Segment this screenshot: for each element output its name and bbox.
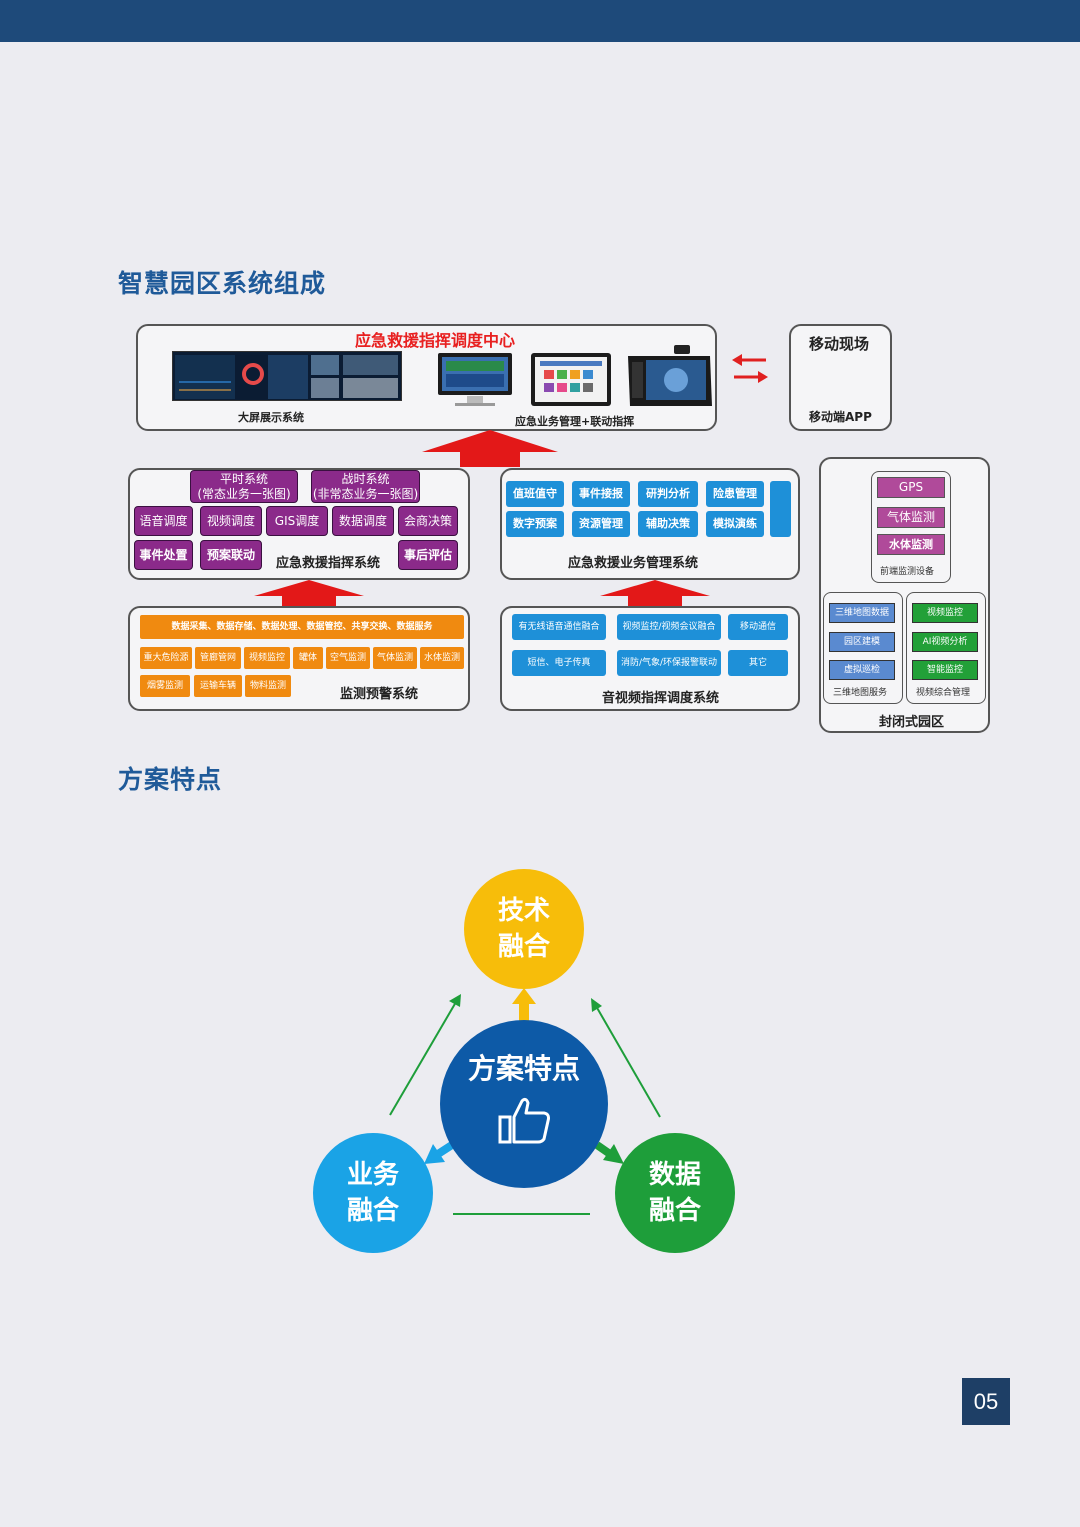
chip-hazard-mgmt[interactable]: 险患管理 — [706, 481, 764, 507]
wartime-system-chip[interactable]: 战时系统(非常态业务一张图) — [311, 470, 420, 503]
command-system-label: 应急救援指挥系统 — [276, 556, 381, 571]
map-service-label: 三维地图服务 — [833, 688, 888, 698]
chip-material-monitor[interactable]: 物料监测 — [245, 675, 291, 697]
chip-video-conference[interactable]: 视频监控/视频会议融合 — [617, 614, 721, 640]
chip-video-monitor[interactable]: 视频监控 — [244, 647, 290, 669]
chip-consultation[interactable]: 会商决策 — [398, 506, 458, 536]
chip-tank[interactable]: 罐体 — [293, 647, 323, 669]
chip-incident-report[interactable]: 事件接报 — [572, 481, 630, 507]
chip-incident-handling[interactable]: 事件处置 — [134, 540, 193, 570]
video-terminal-image — [626, 344, 714, 408]
chip-analysis[interactable]: 研判分析 — [638, 481, 698, 507]
chip-transport-vehicle[interactable]: 运输车辆 — [194, 675, 242, 697]
chip-gis-dispatch[interactable]: GIS调度 — [266, 506, 328, 536]
section-title-composition: 智慧园区系统组成 — [118, 269, 327, 298]
page-number: 05 — [962, 1378, 1010, 1425]
chip-water-monitor[interactable]: 水体监测 — [420, 647, 464, 669]
chip-simulation[interactable]: 模拟演练 — [706, 511, 764, 537]
chip-video-surveillance[interactable]: 视频监控 — [912, 603, 978, 623]
tech-fusion-circle: 技术融合 — [464, 869, 584, 989]
chip-mobile-comm[interactable]: 移动通信 — [728, 614, 788, 640]
chip-resource-mgmt[interactable]: 资源管理 — [572, 511, 630, 537]
normal-system-chip[interactable]: 平时系统(常态业务一张图) — [190, 470, 298, 503]
chip-digital-plan[interactable]: 数字预案 — [506, 511, 564, 537]
thumbs-up-icon — [496, 1095, 552, 1152]
chip-water-detect[interactable]: 水体监测 — [877, 534, 945, 555]
business-mgmt-label: 应急业务管理+联动指挥 — [515, 415, 635, 428]
closed-park-label: 封闭式园区 — [879, 715, 945, 730]
chip-gas-detect[interactable]: 气体监测 — [877, 507, 945, 528]
chip-plan-linkage[interactable]: 预案联动 — [200, 540, 262, 570]
chip-virtual-inspection[interactable]: 虚拟巡检 — [829, 660, 895, 680]
chip-voice-dispatch[interactable]: 语音调度 — [134, 506, 193, 536]
chip-decision-support[interactable]: 辅助决策 — [638, 511, 698, 537]
big-screen-label: 大屏展示系统 — [238, 411, 304, 424]
up-arrow-icon — [420, 430, 560, 467]
solution-features-title: 方案特点 — [467, 1051, 580, 1085]
chip-park-modeling[interactable]: 园区建模 — [829, 632, 895, 652]
chip-gas-monitor[interactable]: 气体监测 — [373, 647, 417, 669]
chip-sms-fax[interactable]: 短信、电子传真 — [512, 650, 606, 676]
chip-duty[interactable]: 值班值守 — [506, 481, 564, 507]
chip-3d-map-data[interactable]: 三维地图数据 — [829, 603, 895, 623]
chip-smoke-monitor[interactable]: 烟雾监测 — [140, 675, 190, 697]
monitor-system-label: 监测预警系统 — [340, 687, 419, 702]
business-system-label: 应急救援业务管理系统 — [568, 556, 699, 571]
section-title-features: 方案特点 — [118, 765, 223, 794]
mobile-app-label: 移动端APP — [809, 410, 872, 424]
chip-voice-fusion[interactable]: 有无线语音通信融合 — [512, 614, 606, 640]
chip-video-dispatch[interactable]: 视频调度 — [200, 506, 262, 536]
chip-smart-monitor[interactable]: 智能监控 — [912, 660, 978, 680]
business-fusion-circle: 业务融合 — [313, 1133, 433, 1253]
data-fusion-circle: 数据融合 — [615, 1133, 735, 1253]
chip-air-monitor[interactable]: 空气监测 — [326, 647, 370, 669]
mobile-field-box — [789, 324, 892, 431]
mobile-field-title: 移动现场 — [809, 335, 870, 353]
chip-ai-video[interactable]: AI视频分析 — [912, 632, 978, 652]
front-device-label: 前端监测设备 — [880, 567, 935, 577]
chip-data-dispatch[interactable]: 数据调度 — [332, 506, 394, 536]
up-arrow-icon — [252, 580, 366, 606]
av-system-label: 音视频指挥调度系统 — [602, 691, 720, 706]
top-banner — [0, 0, 1080, 42]
chip-extra-bar — [770, 481, 791, 537]
chip-major-hazard[interactable]: 重大危险源 — [140, 647, 192, 669]
video-mgmt-label: 视频综合管理 — [916, 688, 971, 698]
chip-other[interactable]: 其它 — [728, 650, 788, 676]
desktop-monitor-image — [437, 352, 513, 408]
tablet-image — [530, 352, 612, 407]
up-arrow-icon — [598, 580, 712, 606]
chip-gps[interactable]: GPS — [877, 477, 945, 498]
solution-features-circle: 方案特点 — [440, 1020, 608, 1188]
big-screen-image — [172, 351, 402, 401]
chip-alarm-linkage[interactable]: 消防/气象/环保报警联动 — [617, 650, 721, 676]
chip-post-evaluation[interactable]: 事后评估 — [398, 540, 458, 570]
bidirectional-arrow-icon — [730, 350, 770, 386]
chip-pipe-network[interactable]: 管廊管网 — [195, 647, 241, 669]
data-service-banner: 数据采集、数据存储、数据处理、数据管控、共享交换、数据服务 — [140, 615, 464, 639]
command-center-title: 应急救援指挥调度中心 — [355, 331, 516, 350]
